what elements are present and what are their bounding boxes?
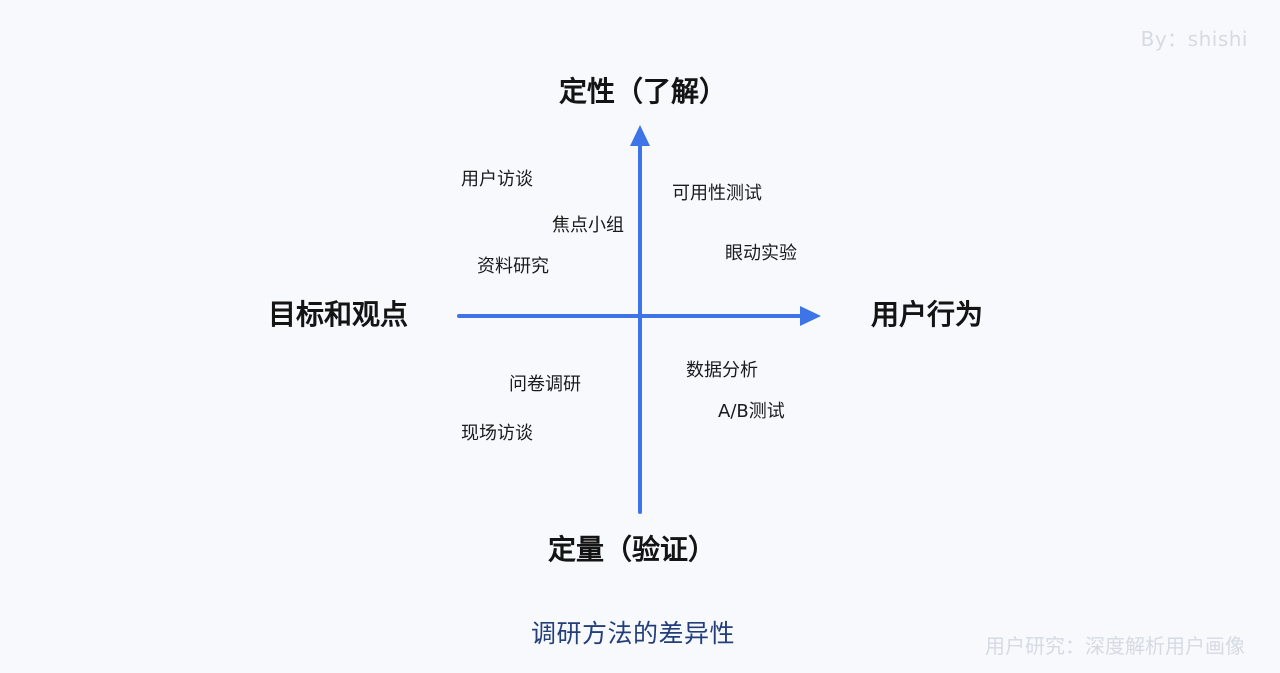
method-ab-test: A/B测试 [718, 401, 785, 422]
author-watermark: By：shishi [1140, 27, 1248, 51]
method-desk-research: 资料研究 [477, 256, 549, 277]
top-axis-label: 定性（了解） [559, 75, 728, 108]
method-usability-test: 可用性测试 [672, 183, 762, 204]
method-field-interview: 现场访谈 [461, 423, 533, 444]
vertical-axis-arrowhead [630, 125, 650, 146]
left-axis-label: 目标和观点 [268, 298, 409, 331]
method-data-analysis: 数据分析 [686, 360, 758, 381]
right-axis-label: 用户行为 [871, 298, 984, 331]
bottom-axis-label: 定量（验证） [548, 533, 717, 566]
diagram-caption: 调研方法的差异性 [531, 619, 736, 648]
method-focus-group: 焦点小组 [552, 215, 624, 236]
series-watermark: 用户研究：深度解析用户画像 [985, 634, 1245, 658]
method-user-interview: 用户访谈 [461, 169, 533, 190]
method-eye-tracking: 眼动实验 [725, 243, 797, 264]
horizontal-axis-arrowhead [800, 306, 821, 326]
method-survey: 问卷调研 [509, 374, 581, 395]
